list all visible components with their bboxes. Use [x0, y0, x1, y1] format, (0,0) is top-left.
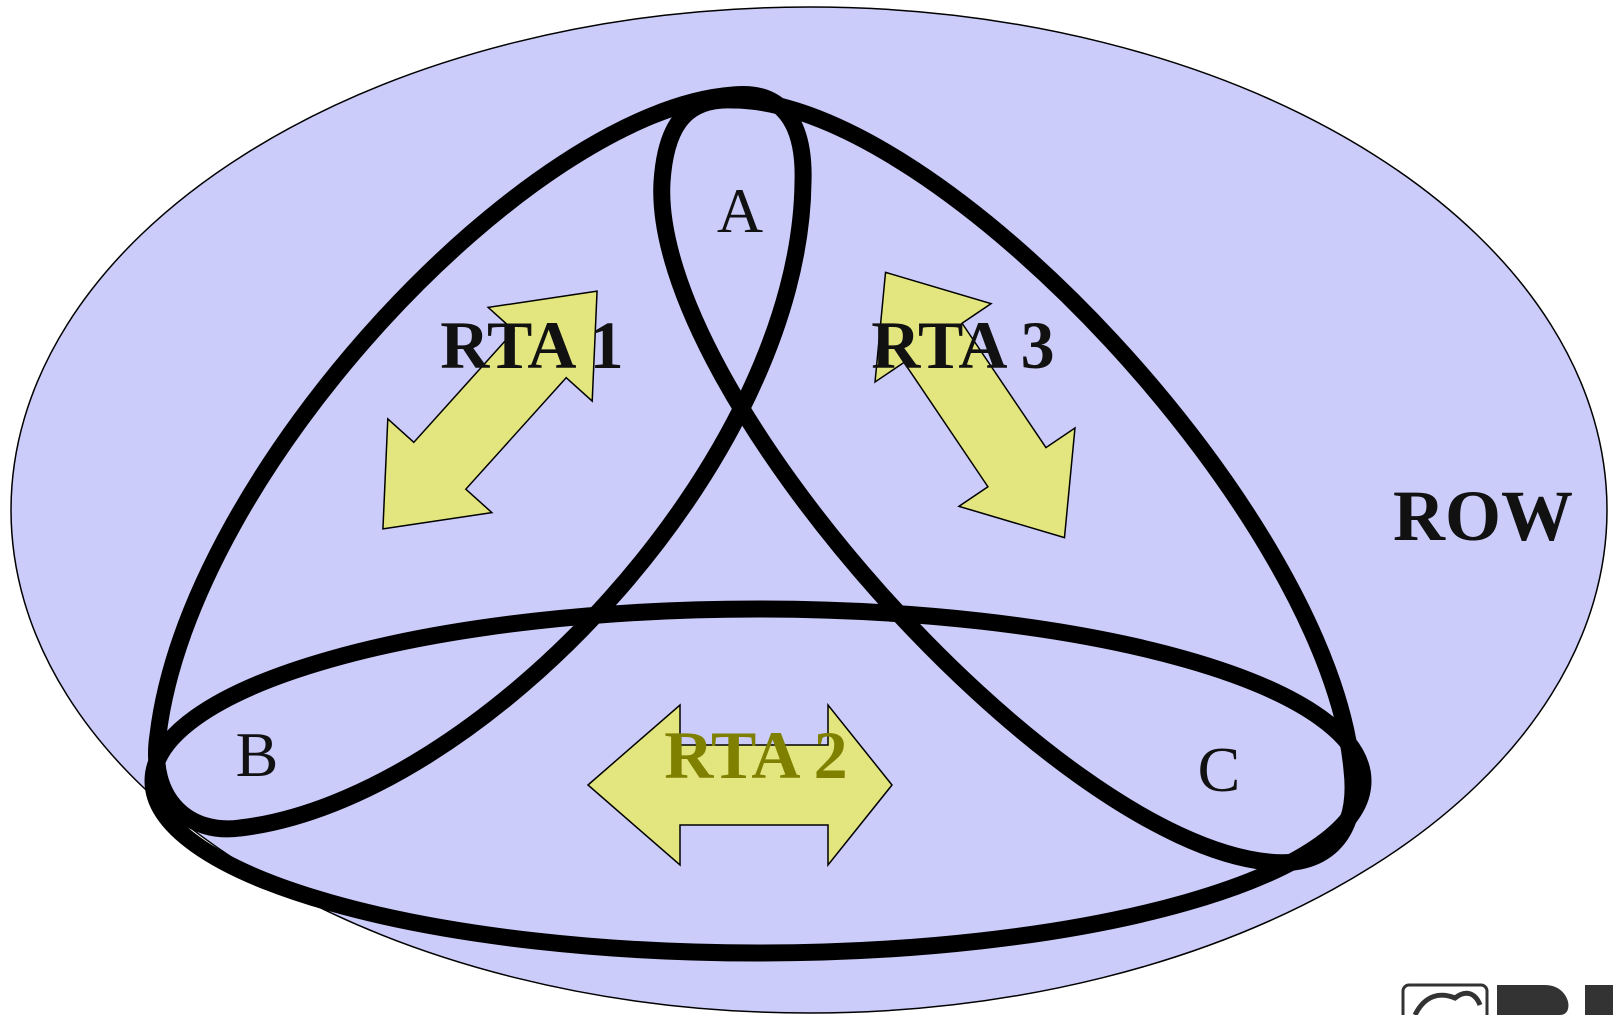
- loop-b-c: [144, 600, 1372, 962]
- logo: [1401, 983, 1613, 1015]
- rta-1-label: RTA 1: [440, 307, 623, 383]
- loop-a-c: [653, 91, 1362, 872]
- rta-3-label: RTA 3: [871, 307, 1054, 383]
- rta-2-label: RTA 2: [664, 717, 847, 793]
- rest-of-world-label: ROW: [1393, 476, 1573, 556]
- region-b-label: B: [236, 719, 279, 790]
- loop-a-b: [148, 85, 812, 838]
- rta-3-arrow: [874, 271, 1076, 539]
- region-c-label: C: [1198, 734, 1241, 805]
- region-a-label: A: [717, 175, 763, 246]
- rta-2-arrow: [586, 702, 893, 868]
- rta-1-arrow: [382, 290, 598, 530]
